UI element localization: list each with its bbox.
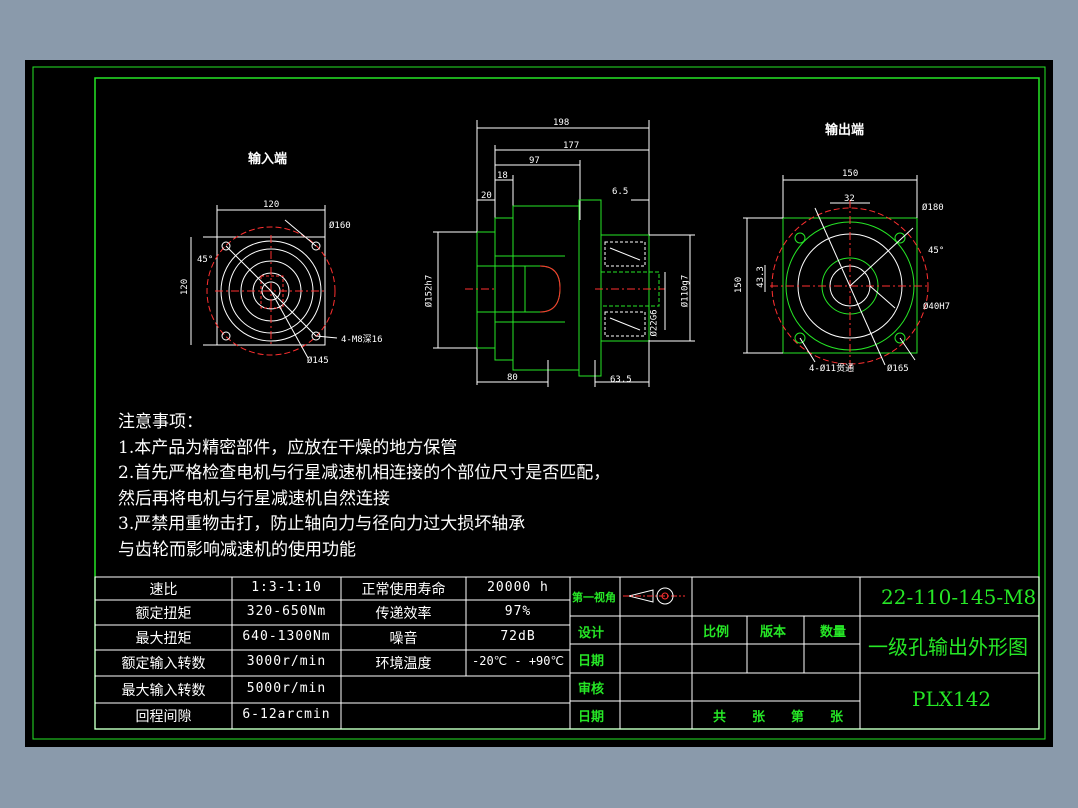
tb-drawing-name: 一级孔输出外形图: [868, 635, 1028, 659]
input-end-label: 输入端: [248, 152, 288, 167]
notes-title: 注意事项：: [118, 412, 203, 432]
dim-in-top: 120: [263, 200, 280, 210]
spec-key-noise: 噪音: [389, 631, 418, 647]
dim-out-180: Ø180: [922, 203, 944, 213]
dim-198: 198: [553, 118, 570, 128]
tb-review: 审核: [578, 682, 605, 697]
notes-line-2: 2.首先严格检查电机与行星减速机相连接的个部位尺寸是否匹配，: [118, 463, 611, 483]
spec-key-max-speed: 最大输入转数: [121, 683, 206, 699]
spec-key-backlash: 回程间隙: [135, 709, 192, 725]
dim-dia-r2: Ø22G6: [649, 309, 660, 337]
dim-18: 18: [497, 171, 508, 181]
tb-sheets: 共 张 第 张: [713, 710, 844, 725]
spec-val-ratio: 1:3-1:10: [251, 580, 322, 595]
spec-key-efficiency: 传递效率: [375, 606, 432, 622]
notes-line-4: 3.严禁用重物击打，防止轴向力与径向力过大损坏轴承: [118, 514, 526, 534]
dim-dia-r1: Ø110g7: [680, 274, 691, 308]
spec-val-noise: 72dB: [500, 629, 536, 644]
input-end-view: [190, 205, 338, 359]
outer-frame: [32, 66, 1046, 740]
notes-line-1: 1.本产品为精密部件，应放在干燥的地方保管: [118, 437, 458, 458]
spec-key-temperature: 环境温度: [375, 656, 432, 672]
notes-line-5: 与齿轮而影响减速机的使用功能: [118, 539, 356, 560]
dim-20: 20: [481, 191, 492, 201]
dim-97: 97: [529, 156, 540, 166]
output-end-label: 输出端: [825, 123, 865, 138]
dim-177: 177: [563, 141, 580, 151]
spec-val-backlash: 6-12arcmin: [242, 707, 331, 722]
spec-key-life: 正常使用寿命: [361, 582, 446, 598]
spec-key-max-torque: 最大扭矩: [135, 631, 192, 647]
spec-key-rated-torque: 额定扭矩: [135, 606, 192, 622]
spec-val-life: 20000 h: [487, 580, 549, 595]
dim-out-40: Ø40H7: [923, 302, 951, 312]
tb-date-1: 日期: [578, 654, 605, 669]
first-angle-symbol-icon: [623, 587, 685, 605]
spec-val-efficiency: 97%: [504, 604, 532, 619]
notes-line-3: 然后再将电机与行星减速机自然连接: [118, 488, 390, 509]
dim-in-dia1: Ø160: [329, 221, 351, 231]
dim-dia-left: Ø152h7: [424, 274, 435, 308]
dim-in-holes: 4-M8深16: [341, 335, 383, 345]
tb-drawing-number: 22-110-145-M8: [881, 585, 1037, 609]
spec-val-rated-torque: 320-650Nm: [246, 604, 327, 619]
drawing-canvas: [32, 66, 1046, 740]
title-block-grid: [569, 576, 1040, 730]
drawing-sheet: 输入端 输出端 120 120 45° Ø160 4-M8深16 Ø145 19…: [25, 60, 1053, 747]
dim-in-angle: 45°: [197, 255, 214, 265]
tb-scale: 比例: [703, 625, 730, 640]
spec-val-max-torque: 640-1300Nm: [242, 629, 331, 644]
spec-val-max-speed: 5000r/min: [246, 681, 327, 696]
dim-in-left: 120: [180, 278, 191, 296]
spec-key-rated-speed: 额定输入转数: [121, 656, 206, 672]
dim-out-165: Ø165: [887, 364, 909, 374]
dim-out-left: 150: [734, 276, 745, 294]
notes-block: 注意事项： 1.本产品为精密部件，应放在干燥的地方保管 2.首先严格检查电机与行…: [118, 410, 610, 563]
dim-out-angle: 45°: [928, 246, 945, 256]
dim-out-top: 150: [842, 169, 859, 179]
output-end-view: [743, 175, 930, 372]
dim-6-5: 6.5: [612, 187, 629, 197]
tb-model: PLX142: [912, 687, 992, 711]
dim-80: 80: [507, 373, 518, 383]
tb-date-2: 日期: [578, 710, 605, 725]
tb-first-angle: 第一视角: [572, 591, 616, 604]
tb-quantity: 数量: [820, 625, 847, 640]
dim-63-5: 63.5: [610, 375, 632, 385]
side-section-view: [433, 120, 695, 387]
dim-out-43: 43.3: [755, 266, 766, 288]
dim-in-dia2: Ø145: [307, 356, 329, 366]
tb-design: 设计: [578, 626, 605, 641]
tb-version: 版本: [760, 625, 787, 640]
dim-out-holes: 4-Ø11贯通: [809, 364, 855, 374]
spec-key-ratio: 速比: [149, 582, 178, 598]
dim-out-32: 32: [844, 194, 855, 204]
spec-val-temperature: -20℃ - +90℃: [472, 654, 564, 668]
spec-val-rated-speed: 3000r/min: [246, 654, 327, 669]
